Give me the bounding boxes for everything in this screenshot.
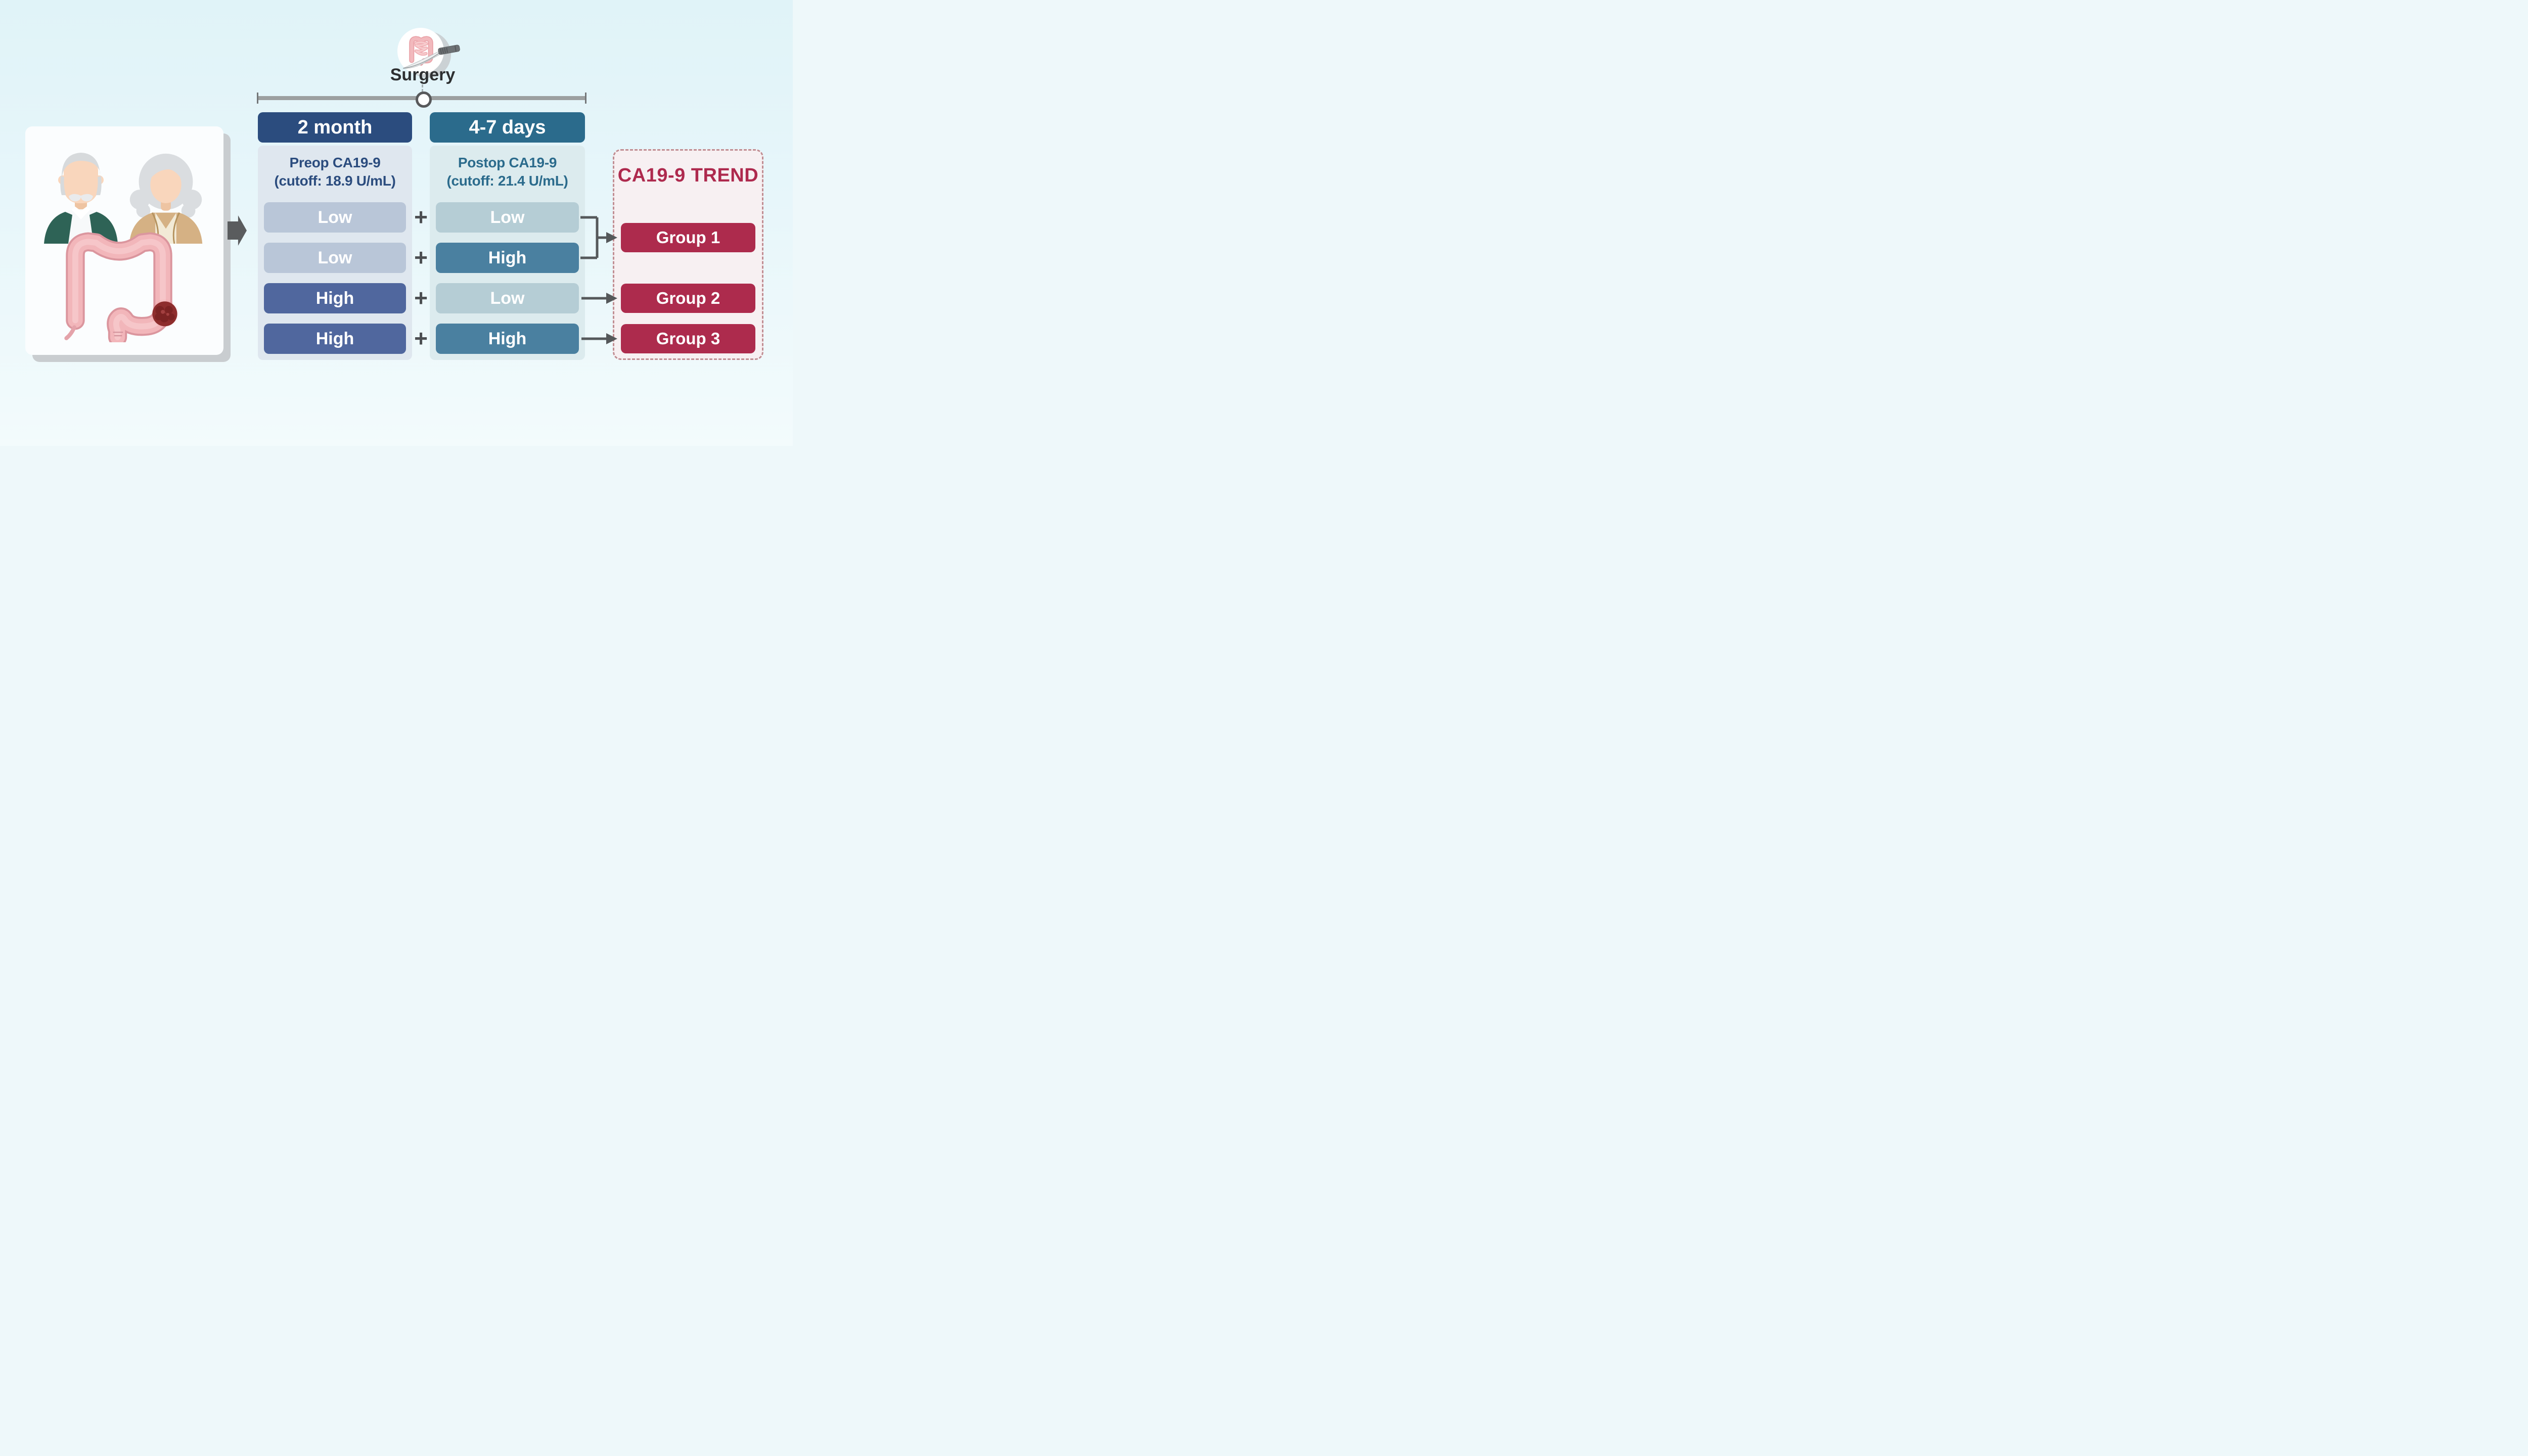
timeline-tick-end	[585, 93, 586, 104]
colon-tumor-icon	[64, 232, 186, 342]
postop-title-line2: (cutoff: 21.4 U/mL)	[446, 173, 568, 189]
postop-header: 4-7 days	[430, 112, 585, 143]
surgery-label: Surgery	[390, 65, 456, 84]
group-2-box: Group 2	[621, 284, 755, 313]
preop-title-line2: (cutoff: 18.9 U/mL)	[274, 173, 396, 189]
plus-operator-1: +	[414, 204, 428, 230]
plus-operator-4: +	[414, 325, 428, 351]
group-1-box: Group 1	[621, 223, 755, 252]
preop-header: 2 month	[258, 112, 412, 143]
group-3-box: Group 3	[621, 324, 755, 353]
preop-row-3: High	[264, 283, 406, 313]
preop-title-line1: Preop CA19-9	[289, 155, 381, 170]
preop-row-2: Low	[264, 243, 406, 273]
elderly-woman-icon	[129, 153, 203, 244]
preop-row-4: High	[264, 324, 406, 354]
trend-title: CA19-9 TREND	[617, 165, 759, 186]
plus-operator-3: +	[414, 285, 428, 311]
flow-arrow-icon	[228, 215, 247, 246]
surgery-connector-dash	[422, 84, 423, 92]
preop-title: Preop CA19-9 (cutoff: 18.9 U/mL)	[258, 154, 412, 190]
preop-row-1: Low	[264, 202, 406, 233]
postop-title: Postop CA19-9 (cutoff: 21.4 U/mL)	[430, 154, 585, 190]
elderly-man-icon	[44, 153, 118, 244]
scalpel-icon	[402, 44, 460, 69]
plus-operator-2: +	[414, 244, 428, 270]
postop-row-2: High	[436, 243, 579, 273]
timeline-tick-start	[257, 93, 258, 104]
postop-row-1: Low	[436, 202, 579, 233]
postop-row-3: Low	[436, 283, 579, 313]
study-design-figure: Surgery	[0, 0, 793, 446]
timeline-surgery-marker	[416, 92, 432, 108]
postop-title-line1: Postop CA19-9	[458, 155, 557, 170]
postop-row-4: High	[436, 324, 579, 354]
